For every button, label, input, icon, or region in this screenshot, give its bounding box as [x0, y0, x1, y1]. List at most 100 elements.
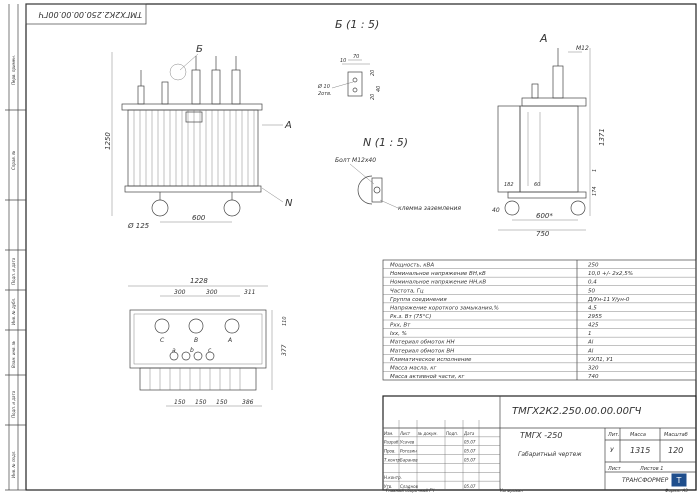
dim-s174: 174 — [592, 186, 598, 196]
title-row-date: 05.07 — [464, 449, 476, 454]
side-label-0: Перв. примен. — [11, 55, 16, 85]
side-label-1: Справ. № — [11, 151, 16, 170]
view-b-title: Б (1 : 5) — [335, 18, 379, 31]
title-row-role: Н.контр. — [384, 475, 402, 480]
dim-b-10: 10 — [340, 58, 346, 64]
side-label-2: Подп. и дата — [11, 257, 16, 285]
side-strip: Перв. примен. Справ. № Подп. и дата Инв.… — [5, 4, 26, 491]
spec-name: Напряжение короткого замыкания,% — [390, 305, 499, 311]
title-row-name: Усачев — [400, 440, 415, 445]
dim-d40: 40 — [492, 207, 500, 214]
format-label: Формат А3 — [665, 488, 688, 493]
spec-name: Климатическое исполнение — [390, 357, 472, 363]
title-row-name: Рогозин — [400, 449, 417, 454]
spec-name: Рк.з. Вт (75°С) — [390, 314, 431, 320]
side-label-3: Инв. № дубл. — [11, 298, 16, 325]
svg-text:Т: Т — [676, 476, 682, 485]
spec-value: 2955 — [588, 314, 602, 320]
doc-code-rotated: ТМГХ2К2.250.00.00.00ГЧ — [38, 10, 142, 19]
title-row-role: Изм. — [384, 431, 393, 436]
dim-wheel-dia: Ø 125 — [127, 222, 150, 230]
scale-value: 120 — [668, 446, 683, 455]
bushing-label-c: c — [208, 347, 212, 354]
bushing-label-A: A — [227, 337, 232, 344]
spec-value: УХЛ1, У1 — [588, 357, 613, 363]
title-block: ТМГХ2К2.250.00.00.00ГЧ ТМГХ -250 Габарит… — [382, 395, 697, 493]
callout-a-front: А — [284, 120, 292, 131]
dim-d182: 182 — [504, 182, 514, 188]
callout-n: N — [285, 198, 293, 209]
bushing-labels: a b c A B C — [160, 337, 232, 354]
lit-value: У — [610, 447, 614, 454]
spec-name: Частота, Гц — [390, 288, 424, 294]
spec-name: Iхх, % — [390, 331, 407, 337]
designation: ТМГХ2К2.250.00.00.00ГЧ — [512, 406, 642, 417]
title-row-doc: № докум. — [417, 431, 438, 436]
doc-code-box: ТМГХ2К2.250.00.00.00ГЧ — [25, 3, 147, 25]
ground-label: клемма заземления — [398, 205, 461, 212]
spec-value: 740 — [588, 374, 599, 380]
side-label-5: Подп. и дата — [11, 390, 16, 418]
title-row-name: Лист — [399, 431, 411, 436]
dim-b-70: 70 — [353, 54, 359, 60]
m12-label: М12 — [576, 45, 589, 52]
dim-top-150b: 150 — [195, 399, 207, 406]
dim-track-front: 600 — [192, 214, 206, 222]
spec-value: Al — [587, 340, 594, 346]
bushing-label-C: C — [160, 337, 165, 344]
side-label-6: Инв. № подл. — [11, 450, 16, 478]
title-row-date: 05.07 — [464, 440, 476, 445]
col-mass: Масса — [630, 432, 646, 438]
dim-top-150a: 150 — [174, 399, 186, 406]
drawing-subtitle: Габаритный чертеж — [518, 451, 582, 458]
sheet-label: Лист — [607, 466, 622, 472]
dim-top-311: 311 — [244, 289, 255, 296]
spec-value: Al — [587, 348, 594, 354]
bushing-label-B: B — [194, 337, 198, 344]
spec-value: 425 — [588, 323, 599, 329]
bushing-label-b: b — [190, 347, 194, 354]
spec-name: Номинальное напряжение ВН,кВ — [390, 271, 486, 277]
hole-label-line1: Ø 10 — [317, 83, 330, 90]
sheet-frame — [25, 3, 697, 491]
spec-name: Материал обмоток ВН — [390, 348, 454, 354]
spec-name: Номинальное напряжение НН,кВ — [390, 280, 486, 286]
dim-top-110: 110 — [282, 316, 288, 326]
wheel-left — [151, 199, 169, 217]
spec-value: 50 — [588, 288, 595, 294]
dim-s60: 60 — [534, 182, 540, 188]
dim-top-width: 1228 — [190, 277, 208, 285]
side-view: А М12 1371 174 1 182 60 40 600* 750 — [492, 32, 606, 238]
dim-depth-side: 750 — [536, 230, 550, 238]
title-row-role: Пров. — [384, 449, 396, 454]
dim-b-20b: 20 — [370, 94, 376, 100]
title-row-role: Т.контр. — [384, 457, 401, 462]
spec-value: 4,5 — [588, 305, 597, 311]
dim-top-386: 386 — [242, 399, 254, 406]
detail-b: Б (1 : 5) 10 70 20 40 20 Ø 10 2отв. — [317, 18, 382, 100]
dim-height-side: 1371 — [598, 128, 606, 146]
company-logo: Т — [671, 473, 687, 487]
callout-b: Б — [196, 44, 203, 55]
spec-value: 1 — [588, 331, 592, 337]
spec-name: Масса активной части, кг — [390, 374, 465, 380]
radiator-fins — [133, 110, 255, 186]
title-row-name: Сладнов — [400, 484, 419, 489]
spec-name: Группа соединения — [390, 297, 447, 303]
title-row-sign: Подп. — [446, 431, 458, 436]
bottom-note: Главный сборочный ГЧ — [386, 488, 435, 493]
copy-label: Копировал — [500, 488, 523, 493]
top-view: 1228 300 300 311 a b c A B C — [128, 277, 288, 407]
company-name: ТРАНСФОРМЕР — [622, 477, 669, 484]
dim-height-front: 1250 — [104, 132, 112, 150]
spec-value: Д/Ун-11 У/ун-0 — [587, 297, 630, 303]
dim-top-377: 377 — [281, 344, 288, 356]
title-row-date: 05.07 — [464, 457, 476, 462]
callout-a-side: А — [539, 32, 548, 45]
bolt-label: Болт М12х40 — [335, 157, 376, 164]
spec-name: Масса масла, кг — [390, 365, 437, 371]
hole-label-line2: 2отв. — [318, 91, 332, 97]
spec-value: 320 — [588, 365, 599, 371]
